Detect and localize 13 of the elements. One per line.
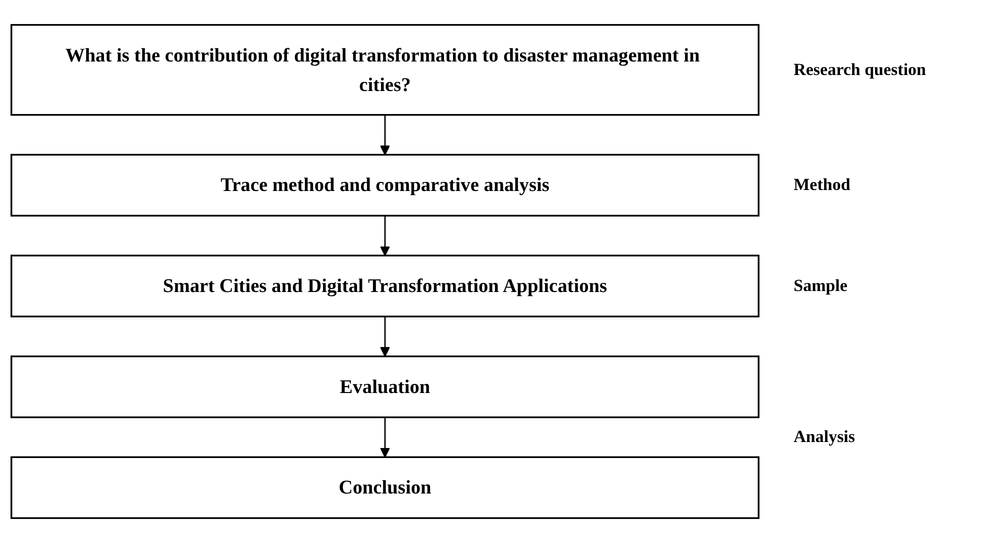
side-label: Analysis (794, 427, 856, 448)
node-box: Conclusion (10, 456, 760, 519)
side-label: Sample (794, 276, 848, 296)
arrow (380, 114, 390, 156)
arrow (380, 216, 390, 256)
node-box: Smart Cities and Digital Transformation Applications (10, 254, 760, 318)
arrow (380, 316, 390, 357)
node-box: Evaluation (10, 356, 760, 418)
side-label: Method (794, 175, 850, 196)
node-box: Trace method and comparative analysis (10, 154, 760, 217)
node-box: What is the contribution of digital transformation to disaster management in cities? (10, 24, 760, 116)
arrow (380, 417, 390, 458)
side-label: Research question (794, 60, 926, 80)
